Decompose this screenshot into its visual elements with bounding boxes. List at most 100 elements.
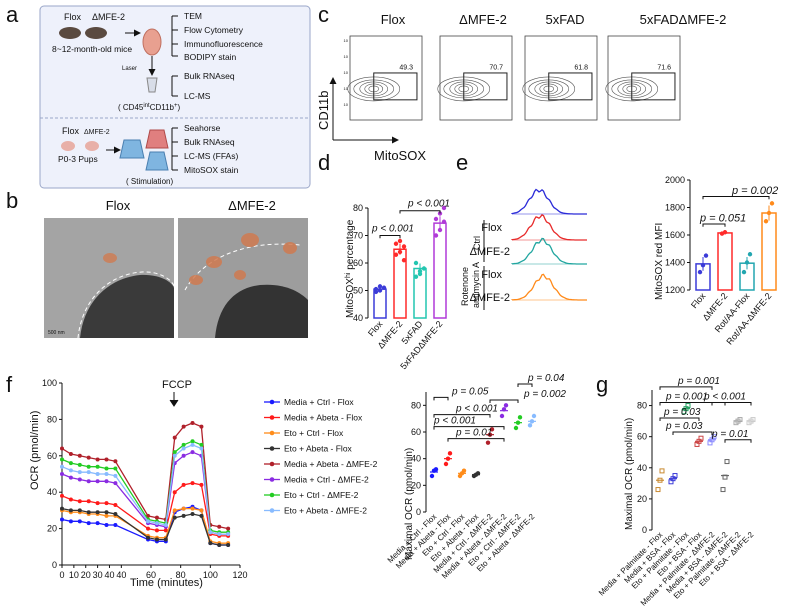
data-point [146, 519, 151, 524]
histogram-curve [511, 213, 587, 241]
data-point [86, 464, 91, 469]
hist-label-0: Flox [481, 222, 502, 234]
x-tick-label: 80 [176, 570, 186, 580]
data-point [747, 252, 753, 257]
x-tick-label: 30 [93, 570, 103, 580]
significance-bracket [672, 431, 713, 435]
data-point [68, 451, 73, 456]
y-tick-label: 80 [411, 400, 421, 410]
data-point [711, 434, 717, 440]
y-tick-label: 10 [344, 86, 349, 91]
y-tick-label: 60 [47, 451, 57, 461]
panel-f: f OCR (pmol/min) Time (minutes) FCCP 020… [6, 372, 566, 589]
x-tick-label: 100 [203, 570, 218, 580]
data-point [181, 513, 186, 518]
group-label-ctrl: Ctrl [472, 236, 482, 250]
data-point [77, 477, 82, 482]
y-tick-label: 1800 [665, 203, 685, 213]
assay-flow: Flow Cytometry [184, 25, 244, 35]
data-point [95, 457, 100, 462]
legend-marker [269, 399, 275, 405]
y-tick-label: 60 [353, 258, 363, 268]
legend-item: Eto + Abeta - Flox [284, 444, 353, 454]
data-point [172, 453, 177, 458]
data-point [437, 227, 443, 233]
gate-value: 70.7 [489, 65, 503, 72]
panel-c-label: c [318, 2, 329, 27]
data-point [172, 490, 177, 495]
data-point [113, 481, 118, 486]
data-point [163, 528, 168, 533]
data-point [401, 258, 407, 263]
y-tick-label: 40 [637, 463, 647, 473]
assay-rnaseq-2: Bulk RNAseq [184, 137, 235, 147]
histogram-curve [511, 188, 587, 215]
gate-box [463, 72, 508, 101]
data-point [104, 522, 109, 527]
data-point [68, 508, 73, 513]
y-tick-label: 40 [411, 454, 421, 464]
data-point [104, 466, 109, 471]
p-value-label: p = 0.01 [711, 429, 748, 440]
x-tick-label: 10 [69, 570, 79, 580]
y-tick-label: 60 [411, 427, 421, 437]
data-point [154, 537, 159, 542]
data-point [77, 470, 82, 475]
panel-e-label: e [456, 150, 468, 175]
data-point [217, 532, 222, 537]
data-point [181, 424, 186, 429]
data-point [485, 440, 491, 445]
assay-tem: TEM [184, 11, 202, 21]
data-point [86, 510, 91, 515]
significance-bracket [489, 399, 519, 403]
legend-marker [269, 446, 275, 451]
p-value-label: p = 0.03 [663, 407, 701, 418]
data-point [381, 285, 387, 290]
panel-g: g Maximal OCR (pmol/min) 020406080Media … [596, 372, 756, 608]
data-point [199, 508, 204, 513]
legend-marker [269, 492, 275, 498]
significance-bracket [379, 235, 401, 239]
y-tick-label: 2000 [665, 175, 685, 185]
flow-title-0: Flox [381, 12, 406, 27]
data-point [393, 252, 399, 257]
hist-label-1: ΔMFE-2 [470, 246, 510, 258]
group-label-rotenone: Rotenone [460, 267, 470, 306]
legend-marker [269, 430, 275, 436]
panel-g-ylabel: Maximal OCR (pmol/min) [624, 418, 635, 530]
p-value-label: p < 0.001 [407, 199, 450, 210]
p-value-label: p = 0.002 [731, 185, 778, 197]
data-point [190, 439, 195, 444]
group-label-antimycin: antimycin A [471, 262, 481, 308]
data-point [60, 472, 64, 476]
assay-bodipy: BODIPY stain [184, 52, 237, 62]
data-point [401, 244, 407, 249]
data-point [744, 260, 750, 265]
y-tick-label: 80 [637, 401, 647, 411]
data-point [393, 241, 399, 246]
legend-item: Media + Ctrl - ΔMFE-2 [284, 475, 369, 485]
assay-rnaseq: Bulk RNAseq [184, 71, 235, 81]
data-point [172, 515, 177, 520]
data-point [515, 420, 521, 425]
data-point [766, 210, 772, 216]
legend-marker [269, 415, 275, 420]
data-point [769, 201, 775, 206]
p-value-label: p = 0.04 [527, 373, 565, 384]
data-point [199, 482, 204, 487]
data-point [750, 417, 756, 423]
data-point [441, 219, 447, 224]
legend-item: Media + Ctrl - Flox [284, 397, 354, 407]
gate-value: 61.8 [574, 65, 588, 72]
data-point [700, 263, 706, 268]
data-point [724, 459, 730, 465]
p-value-label: p < 0.001 [455, 404, 498, 415]
y-tick-label: 1400 [665, 258, 685, 268]
legend-marker [269, 461, 275, 467]
x-tick-label: 0 [59, 570, 64, 580]
x-tick-label: 40 [104, 570, 114, 580]
pups-label: P0-3 Pups [58, 154, 98, 164]
